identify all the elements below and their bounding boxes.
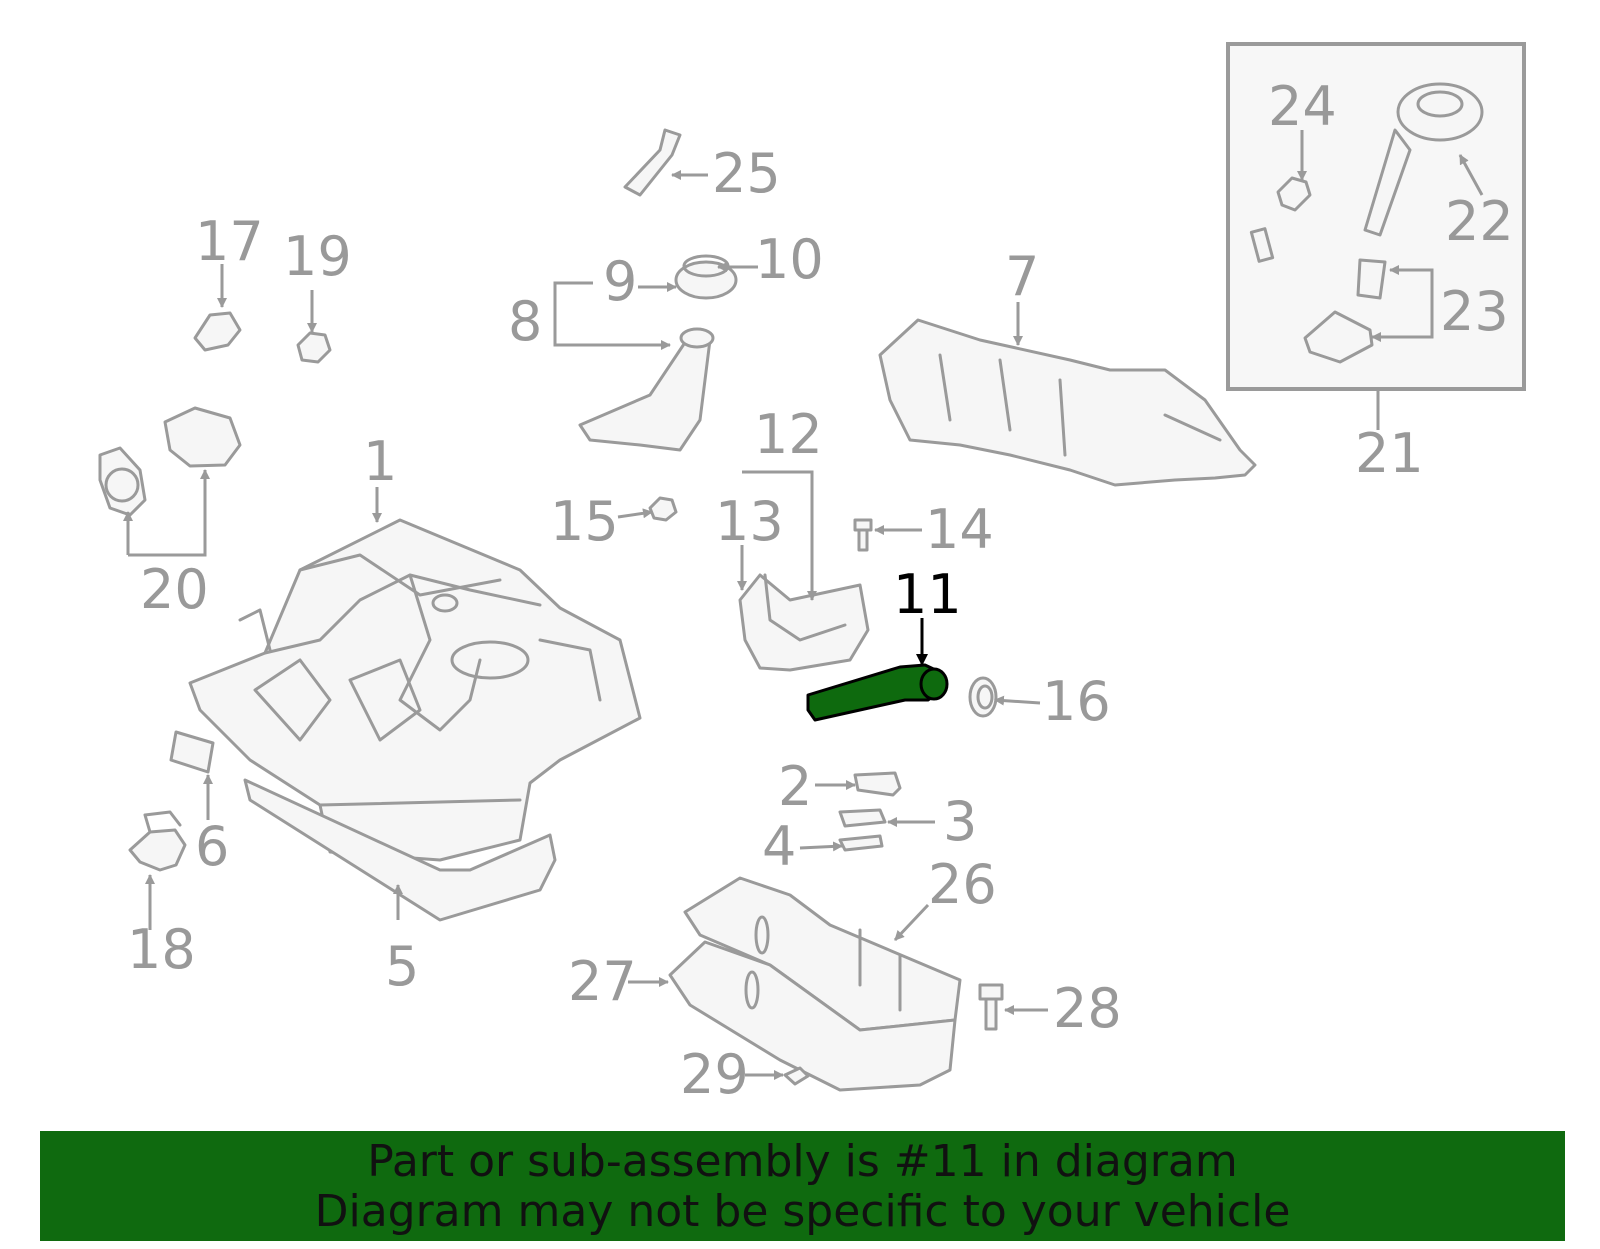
callout-4: 4	[762, 815, 796, 878]
callout-13: 13	[715, 490, 784, 553]
callout-numbers: 1 2 3 4 5 6 7 8 9 10 11 12 13 14 15 16 1…	[127, 75, 1514, 1106]
callout-17: 17	[195, 210, 264, 273]
callout-8: 8	[508, 290, 542, 353]
canister-20-drawing[interactable]	[98, 406, 242, 517]
callout-7: 7	[1005, 245, 1039, 308]
callout-12: 12	[754, 403, 823, 466]
callout-21: 21	[1355, 422, 1424, 485]
callout-2: 2	[778, 755, 812, 818]
bracket-2[interactable]	[853, 771, 902, 797]
leader-lines	[123, 130, 1484, 1080]
callout-9: 9	[603, 250, 637, 313]
callout-19: 19	[283, 225, 352, 288]
bracket-4[interactable]	[838, 834, 884, 852]
callout-23: 23	[1440, 280, 1509, 343]
callout-24: 24	[1268, 75, 1337, 138]
valve-18[interactable]	[128, 828, 187, 872]
banner-line-disclaimer: Diagram may not be specific to your vehi…	[314, 1186, 1291, 1237]
protector-12-detail	[763, 573, 847, 642]
tank-strap-5[interactable]	[243, 778, 557, 922]
callout-14: 14	[925, 498, 994, 561]
protector-12[interactable]	[738, 573, 870, 672]
callout-22: 22	[1445, 190, 1514, 253]
filler-neck-8-drawing[interactable]	[578, 254, 738, 452]
bracket-25[interactable]	[623, 128, 682, 197]
callout-5: 5	[385, 935, 419, 998]
callout-1: 1	[363, 430, 397, 493]
hose-11-highlighted[interactable]	[806, 663, 949, 722]
fuel-pump-assembly-21-drawing[interactable]	[1249, 82, 1484, 364]
callout-15: 15	[550, 490, 619, 553]
bracket-3[interactable]	[838, 808, 887, 828]
callout-25: 25	[712, 142, 781, 205]
clip-19[interactable]	[296, 331, 332, 364]
under-cover-26-27-drawing[interactable]	[668, 876, 962, 1092]
valve-17[interactable]	[193, 311, 242, 352]
heat-shield-7[interactable]	[878, 318, 1257, 487]
callout-29: 29	[680, 1043, 749, 1106]
callout-26: 26	[928, 853, 997, 916]
callout-3: 3	[943, 790, 977, 853]
valve-18-detail	[143, 810, 182, 834]
callout-11: 11	[893, 563, 962, 626]
heat-shield-7-detail	[938, 353, 1222, 457]
nut-15[interactable]	[648, 496, 678, 522]
banner-line-part: Part or sub-assembly is #11 in diagram	[367, 1136, 1238, 1187]
callout-10: 10	[755, 228, 824, 291]
clip-29[interactable]	[783, 1066, 810, 1086]
bolt-14[interactable]	[853, 518, 873, 552]
fuel-tank-drawing[interactable]	[188, 518, 642, 862]
bolt-28[interactable]	[978, 983, 1004, 1031]
callout-6: 6	[195, 815, 229, 878]
grommet-16[interactable]	[968, 676, 998, 718]
callout-27: 27	[568, 950, 637, 1013]
pad-6[interactable]	[169, 730, 215, 774]
callout-28: 28	[1053, 977, 1122, 1040]
callout-20: 20	[140, 558, 209, 621]
info-banner: Part or sub-assembly is #11 in diagram D…	[40, 1131, 1565, 1241]
callout-18: 18	[127, 918, 196, 981]
callout-16: 16	[1042, 670, 1111, 733]
